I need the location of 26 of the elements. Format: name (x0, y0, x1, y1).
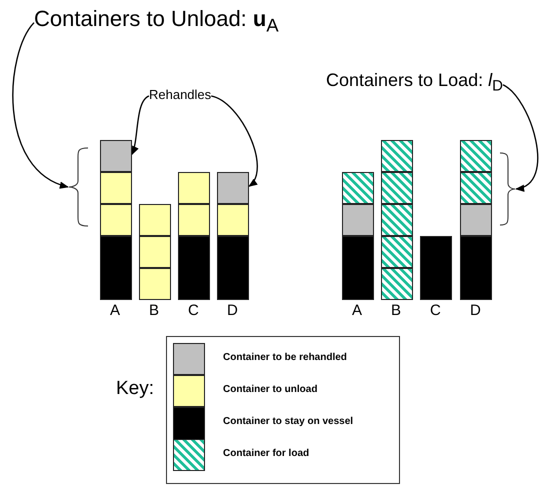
column-letter: A (110, 302, 120, 319)
column-letter: C (188, 302, 199, 319)
legend-text: Container for load (223, 448, 310, 459)
curved-arrow (12, 22, 69, 188)
title-text: Containers to Load: l$_{D}$ (326, 70, 503, 95)
legend-text: Container to unload (223, 384, 318, 395)
title-text: Containers to Unload: u$_{A}$ (34, 6, 279, 36)
column-letter: D (227, 302, 238, 319)
rehandle-container (100, 140, 132, 172)
legend-text: Container to be rehandled (223, 352, 347, 363)
callout-text: Rehandles (149, 87, 212, 102)
column-letter: A (352, 302, 362, 319)
curved-arrow (210, 95, 258, 188)
column-letter: C (430, 302, 441, 319)
curved-arrow (131, 95, 150, 156)
column-letter: D (470, 302, 481, 319)
curly-brace (68, 147, 88, 227)
column-letter: B (149, 302, 160, 319)
rehandle-container (460, 204, 492, 236)
rehandle-container (342, 204, 374, 236)
column-letter: B (391, 302, 402, 319)
curly-brace (500, 152, 516, 226)
curved-arrow (502, 84, 538, 190)
legend-text: Container to stay on vessel (223, 416, 354, 427)
rehandle-container (217, 172, 249, 204)
key-heading: Key: (116, 378, 154, 400)
